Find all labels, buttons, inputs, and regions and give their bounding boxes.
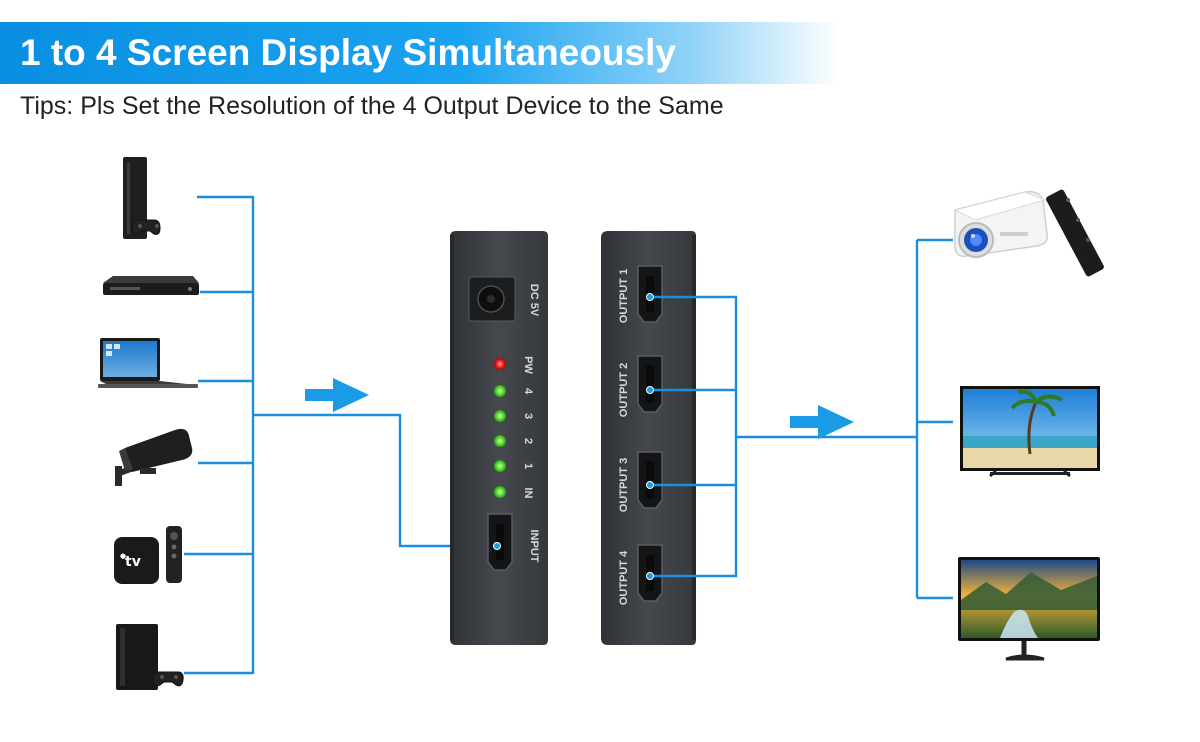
laptop-icon (98, 338, 198, 388)
input-port-label: INPUT (528, 530, 540, 563)
output-label-3: OUTPUT 3 (618, 458, 630, 512)
tips-text: Tips: Pls Set the Resolution of the 4 Ou… (20, 92, 724, 120)
led-label-2: 2 (522, 438, 534, 444)
output-label-1: OUTPUT 1 (618, 269, 630, 323)
output-arrow-icon (790, 405, 854, 439)
projector-icon (953, 189, 1104, 277)
security-camera-icon (115, 428, 193, 486)
led-label-in: IN (522, 488, 534, 499)
title-banner (0, 22, 840, 84)
monitor-icon (958, 557, 1100, 661)
output-label-4: OUTPUT 4 (618, 550, 630, 605)
led-4 (494, 385, 506, 397)
dc-power-port (468, 276, 516, 322)
led-1 (494, 460, 506, 472)
apple-tv-label: tv (125, 554, 141, 570)
led-label-4: 4 (522, 388, 534, 395)
hdmi-output-port-3 (637, 451, 663, 509)
hdmi-output-port-2 (637, 355, 663, 413)
page-title: 1 to 4 Screen Display Simultaneously (20, 32, 676, 73)
splitter-input-panel: DC 5V PW 4 3 2 1 IN INPUT (450, 231, 548, 645)
power-port-label: DC 5V (528, 284, 540, 317)
led-label-3: 3 (522, 413, 534, 419)
dvd-player-icon (103, 276, 199, 295)
apple-tv-icon: tv (114, 526, 182, 584)
hdmi-input-port (487, 513, 513, 571)
source-connection-lines (184, 195, 497, 675)
led-power (494, 358, 506, 370)
input-arrow-icon (305, 378, 369, 412)
led-3 (494, 410, 506, 422)
splitter-output-panel: OUTPUT 1 OUTPUT 2 OUTPUT 3 OUTPUT 4 (601, 231, 696, 645)
output-label-2: OUTPUT 2 (618, 363, 630, 417)
output-connection-lines (650, 238, 953, 600)
tv-icon (960, 386, 1100, 478)
led-label-pw: PW (522, 356, 534, 374)
led-label-1: 1 (522, 463, 534, 469)
led-in (494, 486, 506, 498)
game-console-icon (123, 157, 161, 239)
led-2 (494, 435, 506, 447)
playstation-icon (116, 624, 184, 690)
